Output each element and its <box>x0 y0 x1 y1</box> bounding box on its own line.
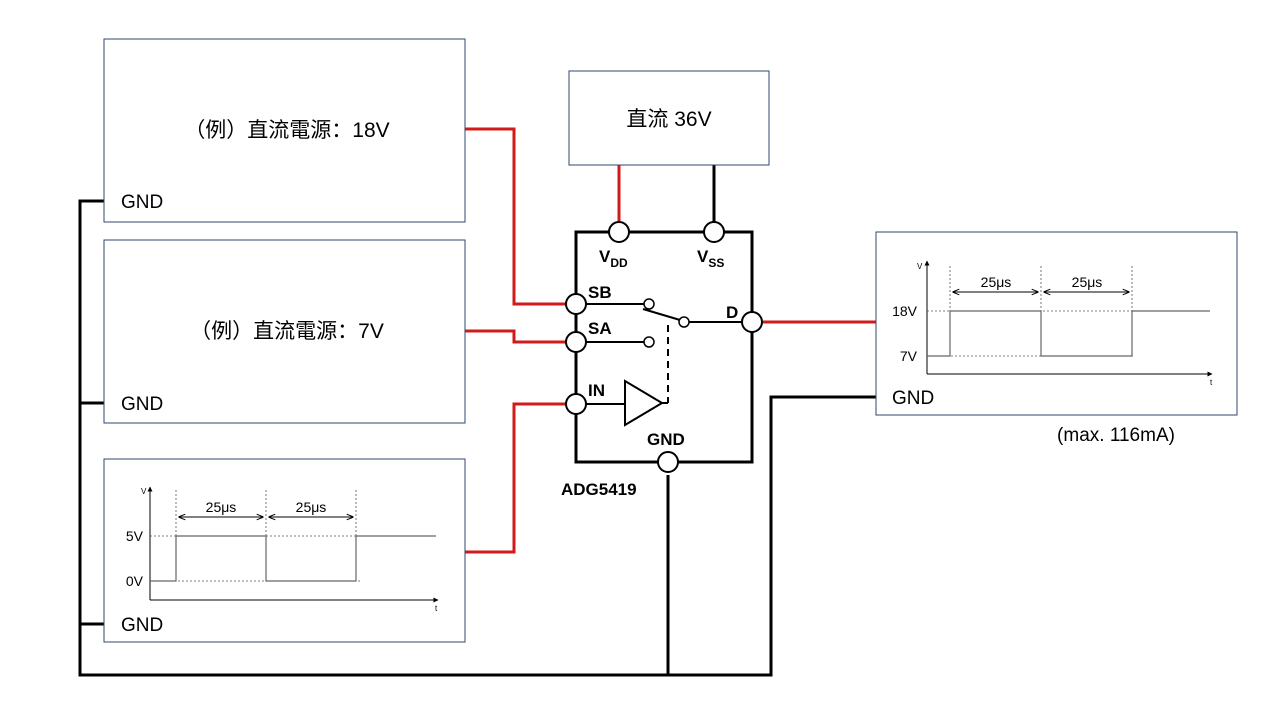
supply-36v-label: 直流 36V <box>626 108 711 131</box>
output-waveform-box: V t 18V 7V 25μs 25μs GND <box>875 231 1238 416</box>
pin-gnd-label: GND <box>647 430 685 449</box>
output-interval-1: 25μs <box>981 274 1012 290</box>
adg5419-chip: VDD VSS SB SA IN D GND ADG5419 <box>561 221 763 499</box>
pin-sa-label: SA <box>588 319 612 338</box>
wire-7v-to-sa <box>465 329 566 344</box>
switch-common-contact <box>678 316 690 328</box>
supply-7v-box: （例）直流電源：7V GND <box>103 239 466 424</box>
supply-18v-box: （例）直流電源：18V GND <box>103 38 466 223</box>
chip-name: ADG5419 <box>561 480 637 499</box>
ground-wires <box>78 165 876 677</box>
output-current-note: (max. 116mA) <box>1057 425 1175 446</box>
pin-d-label: D <box>726 303 738 322</box>
input-low-label: 0V <box>126 573 144 589</box>
output-y-axis-label: V <box>917 262 923 271</box>
output-low-label: 7V <box>900 348 918 364</box>
switch-sa-contact <box>643 336 655 348</box>
output-gnd-label: GND <box>892 388 934 409</box>
signal-wires <box>465 127 876 554</box>
wire-pulse-to-in <box>465 402 566 554</box>
supply-7v-label: （例）直流電源：7V <box>190 320 384 343</box>
input-high-label: 5V <box>126 528 144 544</box>
input-gnd-label: GND <box>121 615 163 636</box>
output-x-axis-label: t <box>1210 378 1213 387</box>
pin-in <box>565 393 587 415</box>
pin-sb <box>565 293 587 315</box>
input-buffer-triangle <box>624 379 664 427</box>
switch-sb-contact <box>643 298 655 310</box>
output-high-label: 18V <box>892 303 918 319</box>
supply-18v-gnd-label: GND <box>121 192 163 213</box>
ground-bus-left <box>78 199 670 677</box>
pin-gnd <box>657 451 679 473</box>
supply-36v-box: 直流 36V <box>568 70 770 166</box>
output-interval-2: 25μs <box>1072 274 1103 290</box>
supply-7v-gnd-label: GND <box>121 394 163 415</box>
pin-sa <box>565 331 587 353</box>
input-x-axis-label: t <box>435 604 438 613</box>
ground-wire-output <box>668 395 876 677</box>
pin-vdd <box>608 221 630 243</box>
input-waveform-box: V t 5V 0V 25μs 25μs GND <box>103 458 466 643</box>
input-pulse-trace <box>150 535 436 582</box>
pin-vdd-label: VDD <box>599 247 628 270</box>
output-pulse-trace <box>927 310 1210 357</box>
input-interval-2: 25μs <box>296 499 327 515</box>
pin-vss-label: VSS <box>697 247 724 270</box>
wire-18v-to-sb <box>465 127 566 306</box>
pin-in-label: IN <box>588 381 605 400</box>
supply-18v-label: （例）直流電源：18V <box>184 119 389 142</box>
pin-d <box>741 311 763 333</box>
pin-vss <box>703 221 725 243</box>
input-y-axis-label: V <box>141 487 147 496</box>
pin-sb-label: SB <box>588 283 612 302</box>
input-interval-1: 25μs <box>206 499 237 515</box>
